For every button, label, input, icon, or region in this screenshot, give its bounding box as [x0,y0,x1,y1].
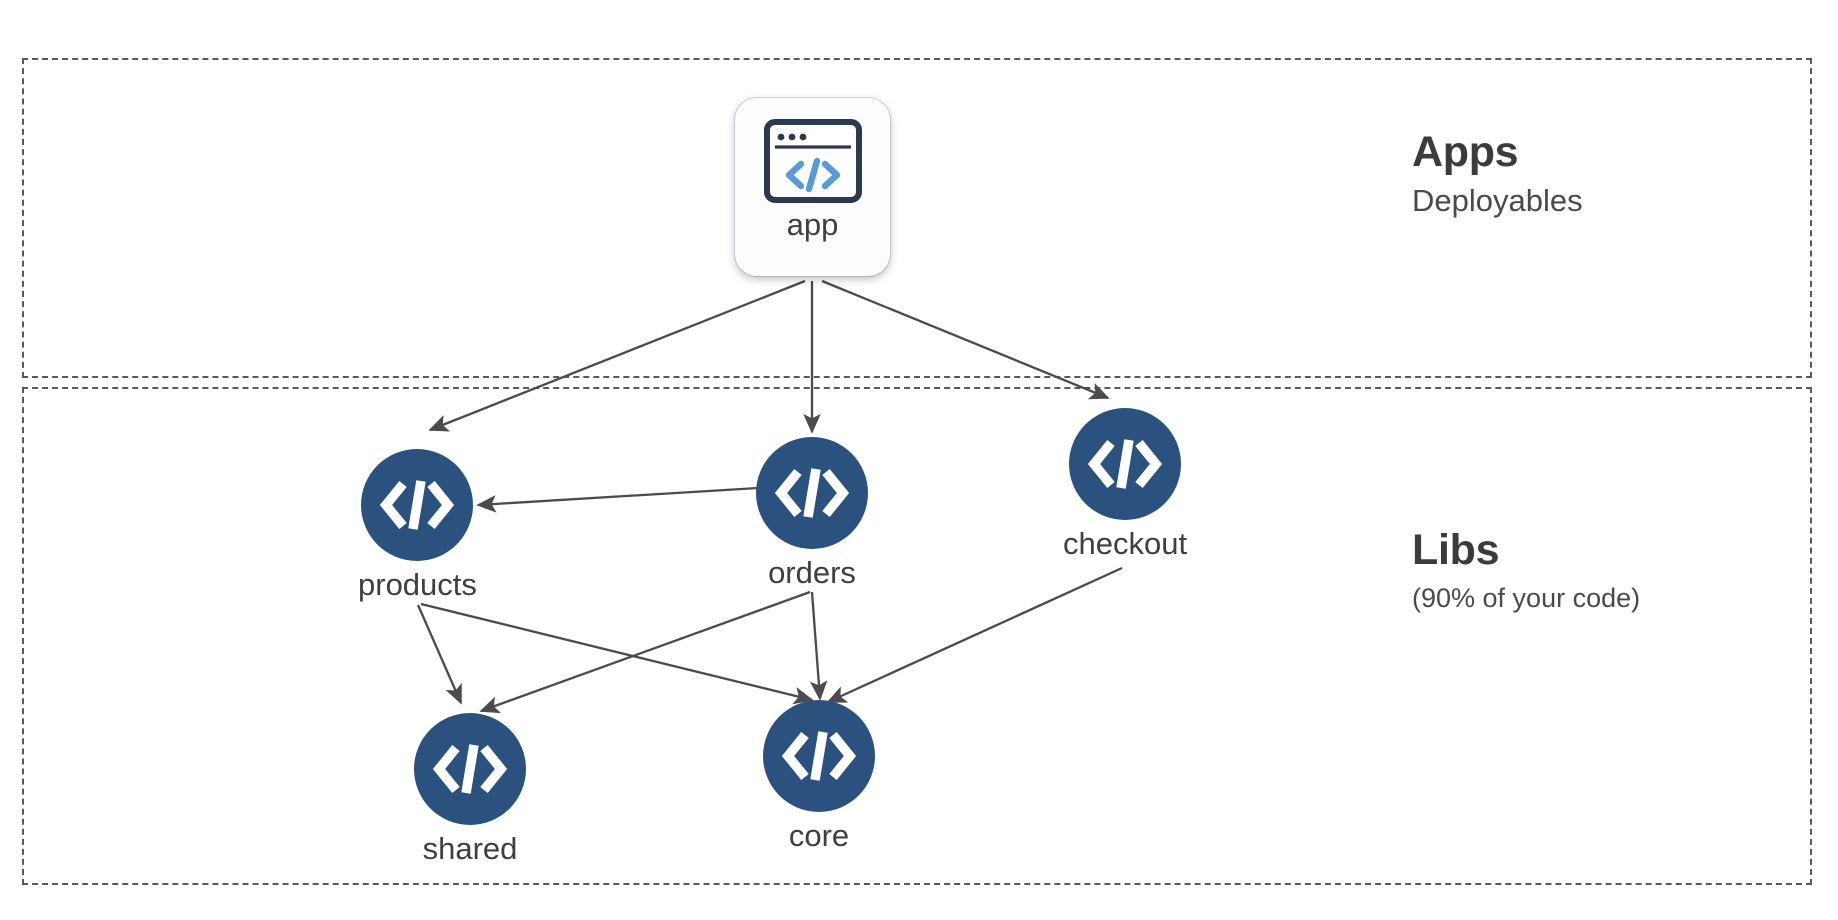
libs-zone-box [22,387,1812,885]
node-checkout-circle [1069,408,1182,520]
node-checkout[interactable]: checkout [1063,408,1187,559]
node-shared-label: shared [422,831,518,866]
node-products[interactable]: products [358,449,477,600]
node-products-circle [361,449,474,561]
node-core[interactable]: core [763,700,875,851]
node-app[interactable]: app [735,98,890,276]
code-icon [433,744,507,794]
node-orders-label: orders [768,555,856,590]
code-icon [380,480,455,530]
node-checkout-label: checkout [1063,526,1188,561]
node-orders-circle [756,437,868,549]
node-shared[interactable]: shared [414,713,526,864]
node-products-label: products [358,567,477,602]
node-core-label: core [788,818,850,853]
code-icon [782,731,856,781]
node-core-circle [763,700,875,812]
node-orders[interactable]: orders [756,437,868,588]
code-icon [775,468,849,518]
code-icon [1088,439,1163,489]
node-app-label: app [786,207,839,242]
apps-zone-box [22,58,1812,378]
browser-code-icon [763,119,862,203]
node-shared-circle [414,713,526,825]
